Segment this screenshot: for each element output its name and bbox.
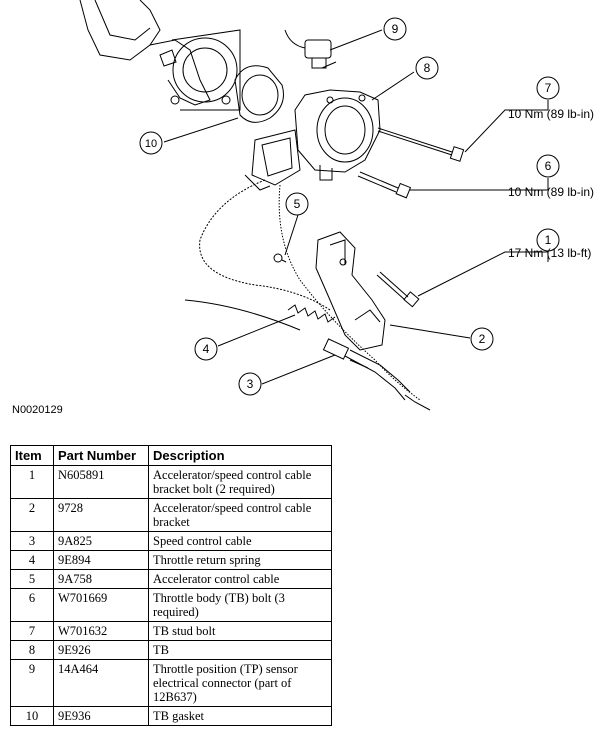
description-cell: Accelerator/speed control cable bracket [148,498,332,532]
leader-lines [163,29,549,385]
item-cell: 8 [10,640,54,660]
description-cell: TB gasket [148,706,332,726]
table-row: 2 9728 Accelerator/speed control cable b… [10,498,332,532]
table-row: 9 14A464 Throttle position (TP) sensor e… [10,659,332,707]
speed-control-cable-illustration [322,338,369,369]
callout-10: 10 [139,131,163,155]
description-cell: Throttle body (TB) bolt (3 required) [148,588,332,622]
table-row: 1 N605891 Accelerator/speed control cabl… [10,465,332,499]
intake-manifold-illustration [79,0,241,111]
throttle-body-illustration [244,89,381,191]
svg-text:6: 6 [545,159,552,173]
callout-1: 1 [536,228,560,252]
part-number-cell: W701669 [53,588,149,622]
part-number-cell: 9728 [53,498,149,532]
accelerator-cable-illustration [273,253,287,263]
item-cell: 1 [10,465,54,499]
svg-text:8: 8 [424,61,431,75]
header-item: Item [10,445,54,466]
item-cell: 3 [10,531,54,551]
item-cell: 4 [10,550,54,570]
table-row: 5 9A758 Accelerator control cable [10,569,332,589]
throttle-return-spring-illustration [287,304,336,323]
item-cell: 9 [10,659,54,707]
tb-bolt-illustration [357,171,412,199]
callout-9: 9 [383,17,407,41]
tp-connector-illustration [284,29,337,69]
table-row: 7 W701632 TB stud bolt [10,621,332,641]
exploded-diagram: 9 8 10 7 6 1 2 5 4 3 10 Nm (89 lb-in) 10… [79,0,594,411]
torque-label-6: 10 Nm (89 lb-in) [508,185,594,199]
part-number-cell: 9A758 [53,569,149,589]
part-number-cell: 9E894 [53,550,149,570]
description-cell: Throttle return spring [148,550,332,570]
svg-text:2: 2 [479,332,486,346]
description-cell: TB stud bolt [148,621,332,641]
part-number-cell: 14A464 [53,659,149,707]
cable-bracket-illustration [315,231,386,351]
tb-gasket-illustration [234,65,284,123]
table-row: 3 9A825 Speed control cable [10,531,332,551]
callout-3: 3 [238,372,262,396]
header-part-number: Part Number [53,445,149,466]
callout-4: 4 [194,337,218,361]
svg-text:9: 9 [392,22,399,36]
part-number-cell: 9E926 [53,640,149,660]
part-number-cell: 9E936 [53,706,149,726]
description-cell: TB [148,640,332,660]
part-number-cell: N605891 [53,465,149,499]
svg-text:5: 5 [294,197,301,211]
item-cell: 5 [10,569,54,589]
table-header-row: Item Part Number Description [10,445,332,466]
cables-illustration [184,179,431,411]
description-cell: Accelerator control cable [148,569,332,589]
header-description: Description [148,445,332,466]
figure-id: N0020129 [12,404,63,416]
torque-label-7: 10 Nm (89 lb-in) [508,107,594,121]
part-number-cell: W701632 [53,621,149,641]
callout-2: 2 [470,327,494,351]
description-cell: Throttle position (TP) sensor electrical… [148,659,332,707]
parts-table: Item Part Number Description 1 N605891 A… [10,445,332,726]
table-row: 10 9E936 TB gasket [10,706,332,726]
svg-text:10: 10 [145,138,157,150]
svg-text:1: 1 [545,233,552,247]
svg-text:3: 3 [247,377,254,391]
item-cell: 10 [10,706,54,726]
callout-5: 5 [285,192,309,216]
item-cell: 6 [10,588,54,622]
description-cell: Accelerator/speed control cable bracket … [148,465,332,499]
table-row: 6 W701669 Throttle body (TB) bolt (3 req… [10,588,332,622]
bracket-bolt-illustration [376,271,420,308]
callout-8: 8 [415,56,439,80]
part-number-cell: 9A825 [53,531,149,551]
callout-7: 7 [536,76,560,100]
svg-text:7: 7 [545,81,552,95]
stud-bolt-illustration [377,127,465,162]
table-row: 4 9E894 Throttle return spring [10,550,332,570]
item-cell: 2 [10,498,54,532]
item-cell: 7 [10,621,54,641]
table-row: 8 9E926 TB [10,640,332,660]
torque-label-1: 17 Nm (13 lb-ft) [508,246,591,260]
description-cell: Speed control cable [148,531,332,551]
callout-6: 6 [536,154,560,178]
svg-text:4: 4 [203,342,210,356]
